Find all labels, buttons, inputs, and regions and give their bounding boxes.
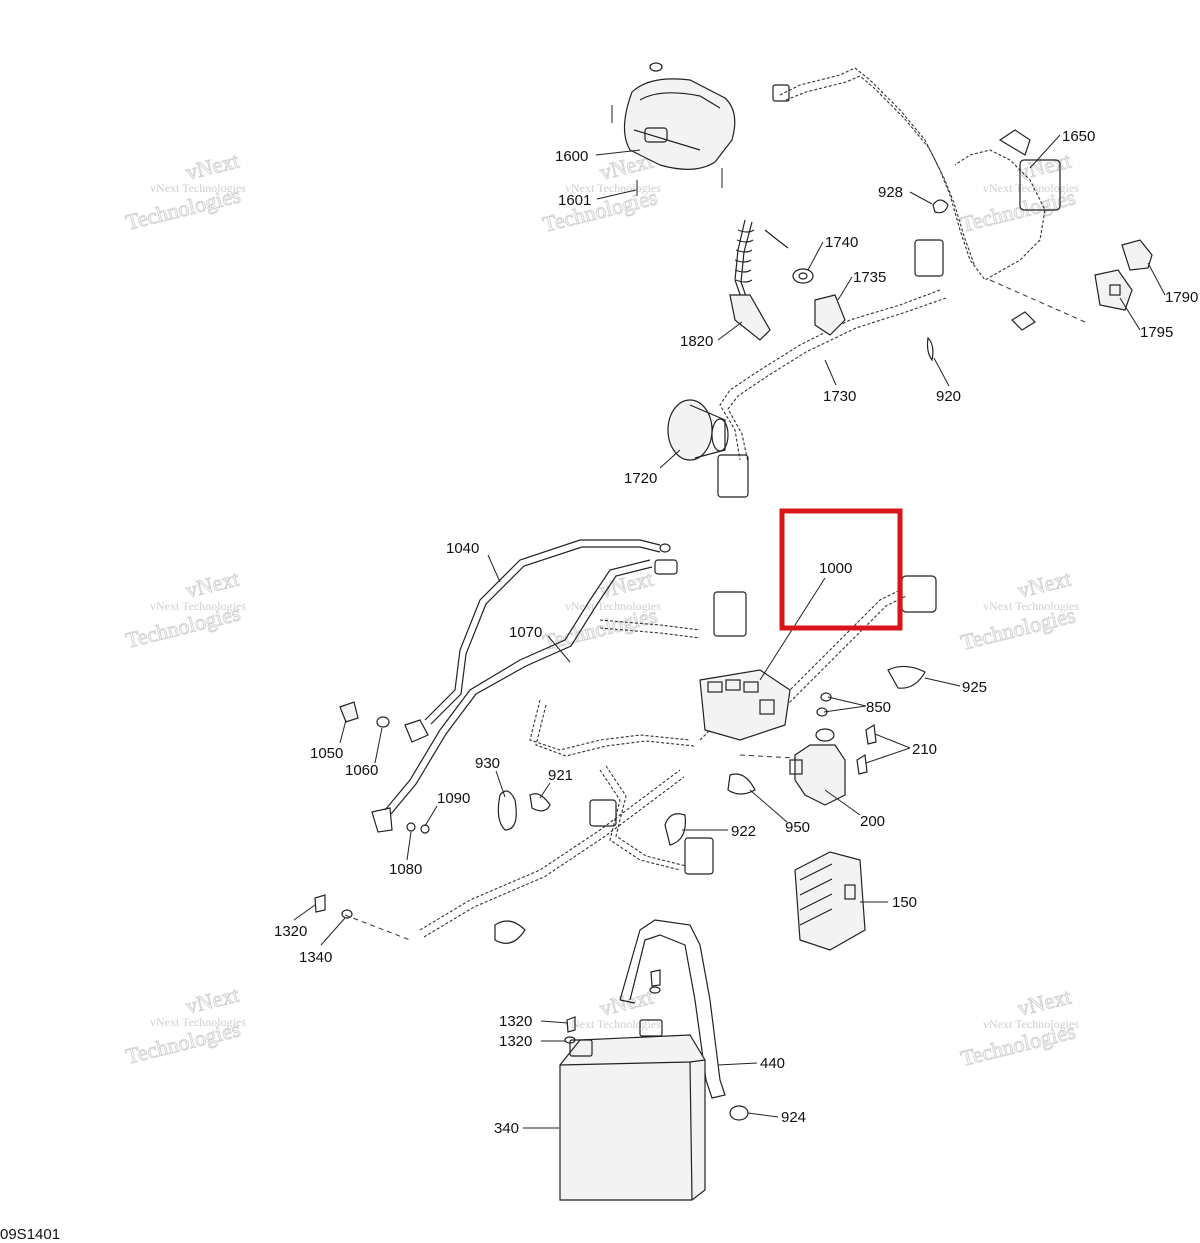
- watermark-bottom-left: vNext Technologies vNext Technologies: [123, 981, 247, 1069]
- watermark-top-right: vNext Technologies vNext Technologies: [958, 147, 1080, 237]
- callout-1070[interactable]: 1070: [509, 624, 542, 641]
- callout-1730[interactable]: 1730: [823, 388, 856, 405]
- cable-1040[interactable]: [404, 539, 671, 743]
- watermark-text: vNext: [597, 566, 655, 603]
- voltage-regulator[interactable]: [794, 851, 866, 951]
- diagram-code: 09S1401: [0, 1226, 61, 1243]
- callout-950[interactable]: 950: [785, 819, 810, 836]
- callout-1080[interactable]: 1080: [389, 861, 422, 878]
- callout-1050[interactable]: 1050: [310, 745, 343, 762]
- callout-928[interactable]: 928: [878, 184, 903, 201]
- callout-1040[interactable]: 1040: [446, 540, 479, 557]
- callout-1320[interactable]: 1320: [274, 923, 307, 940]
- watermark-text: vNext: [183, 982, 241, 1019]
- callout-1795[interactable]: 1795: [1140, 324, 1173, 341]
- key-switch[interactable]: [792, 268, 846, 336]
- callout-labels: 1600 1601 1650 928 1740 1735 1790 1795 1…: [274, 128, 1198, 1137]
- callout-850[interactable]: 850: [866, 699, 891, 716]
- callout-1601[interactable]: 1601: [558, 192, 591, 209]
- watermark-text: vNext: [1015, 148, 1073, 185]
- callout-1790[interactable]: 1790: [1165, 289, 1198, 306]
- watermark-text: vNext: [1015, 984, 1073, 1021]
- callout-930[interactable]: 930: [475, 755, 500, 772]
- callout-1340[interactable]: 1340: [299, 949, 332, 966]
- callout-200[interactable]: 200: [860, 813, 885, 830]
- highlight-box-1000: [779, 508, 903, 631]
- cable-1070[interactable]: [371, 559, 678, 833]
- callout-1735[interactable]: 1735: [853, 269, 886, 286]
- callout-1000[interactable]: 1000: [819, 560, 852, 577]
- watermark-mid-left: vNext Technologies vNext Technologies: [123, 565, 247, 653]
- watermark-text: vNext Technologies: [150, 1015, 246, 1029]
- watermark-mid-right: vNext Technologies vNext Technologies: [958, 565, 1080, 655]
- watermark-text: vNext: [1015, 566, 1073, 603]
- fuse-box[interactable]: [699, 669, 791, 741]
- callout-1060[interactable]: 1060: [345, 762, 378, 779]
- callout-1600[interactable]: 1600: [555, 148, 588, 165]
- solenoid[interactable]: [789, 728, 846, 806]
- callout-921[interactable]: 921: [548, 767, 573, 784]
- watermark-text: vNext Technologies: [983, 181, 1079, 195]
- callout-924[interactable]: 924: [781, 1109, 806, 1126]
- watermark-text: vNext: [183, 148, 241, 185]
- battery-strap[interactable]: [619, 919, 726, 1099]
- bracket-harness: [1011, 311, 1036, 331]
- callout-340[interactable]: 340: [494, 1120, 519, 1137]
- connector-1795[interactable]: [1094, 269, 1133, 311]
- callout-210[interactable]: 210: [912, 741, 937, 758]
- watermark-text: vNext: [597, 984, 655, 1021]
- callout-440[interactable]: 440: [760, 1055, 785, 1072]
- callout-925[interactable]: 925: [962, 679, 987, 696]
- clip-928[interactable]: [932, 199, 949, 214]
- callout-1720[interactable]: 1720: [624, 470, 657, 487]
- watermark-text: vNext Technologies: [983, 1017, 1079, 1031]
- watermark-text: vNext Technologies: [150, 181, 246, 195]
- watermark-text: vNext Technologies: [565, 1017, 661, 1031]
- watermark-bottom-center: vNext Technologies vNext: [565, 983, 661, 1031]
- watermark-bottom-right: vNext Technologies vNext Technologies: [958, 983, 1080, 1071]
- watermark-top-left: vNext Technologies vNext Technologies: [123, 147, 247, 235]
- callout-920[interactable]: 920: [936, 388, 961, 405]
- watermark-text: vNext Technologies: [150, 599, 246, 613]
- callout-922[interactable]: 922: [731, 823, 756, 840]
- callout-1320[interactable]: 1320: [499, 1013, 532, 1030]
- watermark-mid-center: vNext Technologies vNext Technologies: [540, 565, 662, 655]
- callout-1740[interactable]: 1740: [825, 234, 858, 251]
- callout-1650[interactable]: 1650: [1062, 128, 1095, 145]
- watermark-text: vNext Technologies: [983, 599, 1079, 613]
- connector-1790[interactable]: [1121, 239, 1153, 271]
- watermark-text: vNext: [183, 566, 241, 603]
- grommet[interactable]: [667, 399, 729, 461]
- gauge-cluster[interactable]: [611, 62, 736, 196]
- small-parts-mid: [406, 692, 877, 834]
- callout-1320[interactable]: 1320: [499, 1033, 532, 1050]
- callout-1090[interactable]: 1090: [437, 790, 470, 807]
- clip-920[interactable]: [926, 336, 934, 362]
- bolt-1050[interactable]: [339, 701, 390, 728]
- callout-150[interactable]: 150: [892, 894, 917, 911]
- tie-straps: [494, 665, 926, 944]
- main-harness-top: [717, 67, 1086, 498]
- battery[interactable]: [559, 1019, 706, 1201]
- tether-cord[interactable]: [729, 219, 789, 341]
- callout-1820[interactable]: 1820: [680, 333, 713, 350]
